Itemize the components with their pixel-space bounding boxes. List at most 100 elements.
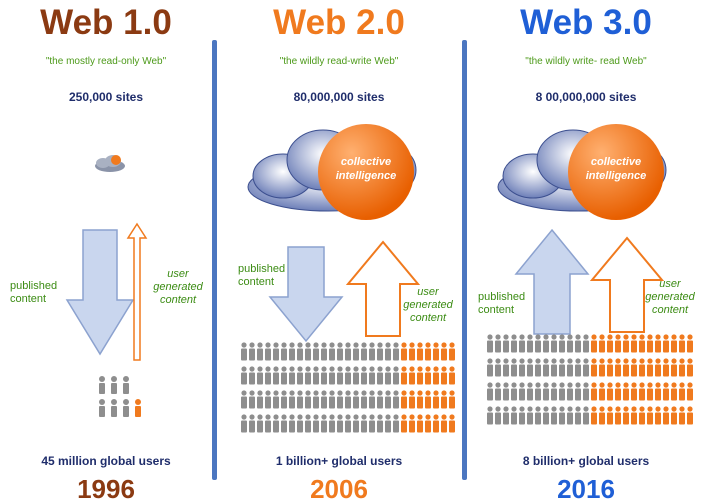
person-icon xyxy=(495,382,501,401)
person-icon xyxy=(433,414,439,433)
published-down-arrow xyxy=(65,229,135,356)
person-icon xyxy=(679,334,685,353)
person-icon xyxy=(417,366,423,385)
person-icon xyxy=(289,342,295,361)
person-icon xyxy=(369,342,375,361)
person-icon xyxy=(425,390,431,409)
person-icon xyxy=(281,342,287,361)
column-web3: Web 3.0 "the wildly write- read Web" 8 0… xyxy=(468,0,704,504)
person-icon xyxy=(305,366,311,385)
person-icon xyxy=(393,342,399,361)
person-icon xyxy=(241,342,247,361)
person-icon xyxy=(345,390,351,409)
person-icon xyxy=(599,334,605,353)
person-icon xyxy=(663,358,669,377)
web3-subtitle: "the wildly write- read Web" xyxy=(525,56,647,67)
small-cloud-icon xyxy=(95,155,125,172)
web2-user-up-arrow xyxy=(345,240,421,337)
person-icon xyxy=(503,406,509,425)
person-icon xyxy=(583,358,589,377)
web1-sites: 250,000 sites xyxy=(68,90,144,104)
person-icon xyxy=(615,358,621,377)
person-icon xyxy=(591,406,597,425)
person-icon xyxy=(671,358,677,377)
web1-title: Web 1.0 xyxy=(40,3,172,42)
person-icon xyxy=(241,390,247,409)
person-icon xyxy=(495,334,501,353)
person-icon xyxy=(449,342,455,361)
person-icon xyxy=(241,414,247,433)
person-icon xyxy=(623,358,629,377)
person-icon xyxy=(559,358,565,377)
person-icon xyxy=(393,414,399,433)
person-icon xyxy=(535,406,541,425)
web3-collective-intelligence-cloud-icon xyxy=(497,124,667,220)
person-icon xyxy=(535,382,541,401)
person-icon xyxy=(265,390,271,409)
web2-cloud-label: collective intelligence xyxy=(335,156,397,182)
person-icon xyxy=(401,342,407,361)
person-icon xyxy=(671,382,677,401)
person-icon xyxy=(353,390,359,409)
person-icon xyxy=(655,406,661,425)
person-icon xyxy=(313,342,319,361)
person-icon xyxy=(361,366,367,385)
person-icon xyxy=(543,406,549,425)
person-icon xyxy=(687,358,693,377)
web3-cloud-label: collective intelligence xyxy=(585,156,647,182)
person-icon xyxy=(273,342,279,361)
person-icon xyxy=(527,334,533,353)
person-icon xyxy=(671,334,677,353)
person-icon xyxy=(511,358,517,377)
person-icon xyxy=(495,358,501,377)
person-icon xyxy=(393,366,399,385)
person-icon xyxy=(377,342,383,361)
person-icon xyxy=(417,414,423,433)
person-icon xyxy=(329,414,335,433)
person-icon xyxy=(297,366,303,385)
person-icon xyxy=(241,366,247,385)
person-icon xyxy=(655,358,661,377)
person-icon xyxy=(623,406,629,425)
person-icon xyxy=(265,366,271,385)
person-icon xyxy=(313,366,319,385)
person-icon xyxy=(631,334,637,353)
person-icon xyxy=(393,390,399,409)
person-icon xyxy=(249,390,255,409)
person-icon xyxy=(449,366,455,385)
person-icon xyxy=(615,406,621,425)
person-icon xyxy=(449,414,455,433)
person-icon xyxy=(409,414,415,433)
person-icon xyxy=(289,390,295,409)
person-icon xyxy=(559,334,565,353)
person-icon xyxy=(441,390,447,409)
person-icon xyxy=(687,406,693,425)
person-icon xyxy=(511,334,517,353)
person-icon xyxy=(401,390,407,409)
person-icon xyxy=(631,406,637,425)
person-icon xyxy=(591,358,597,377)
person-icon xyxy=(487,406,493,425)
person-icon xyxy=(623,334,629,353)
person-icon xyxy=(631,382,637,401)
person-icon xyxy=(281,366,287,385)
person-icon xyxy=(257,414,263,433)
web2-published-label: published content xyxy=(238,263,286,288)
person-icon xyxy=(417,342,423,361)
person-icon xyxy=(353,366,359,385)
person-icon xyxy=(305,342,311,361)
person-icon xyxy=(425,414,431,433)
person-icon xyxy=(575,406,581,425)
person-icon xyxy=(409,390,415,409)
collective-intelligence-cloud-icon xyxy=(247,124,417,220)
person-icon xyxy=(519,406,525,425)
person-icon xyxy=(567,334,573,353)
person-icon xyxy=(687,382,693,401)
person-icon xyxy=(663,406,669,425)
person-icon xyxy=(655,382,661,401)
person-icon xyxy=(663,334,669,353)
person-icon xyxy=(401,414,407,433)
person-icon xyxy=(551,358,557,377)
person-icon xyxy=(559,406,565,425)
web1-published-label: published content xyxy=(10,280,58,305)
